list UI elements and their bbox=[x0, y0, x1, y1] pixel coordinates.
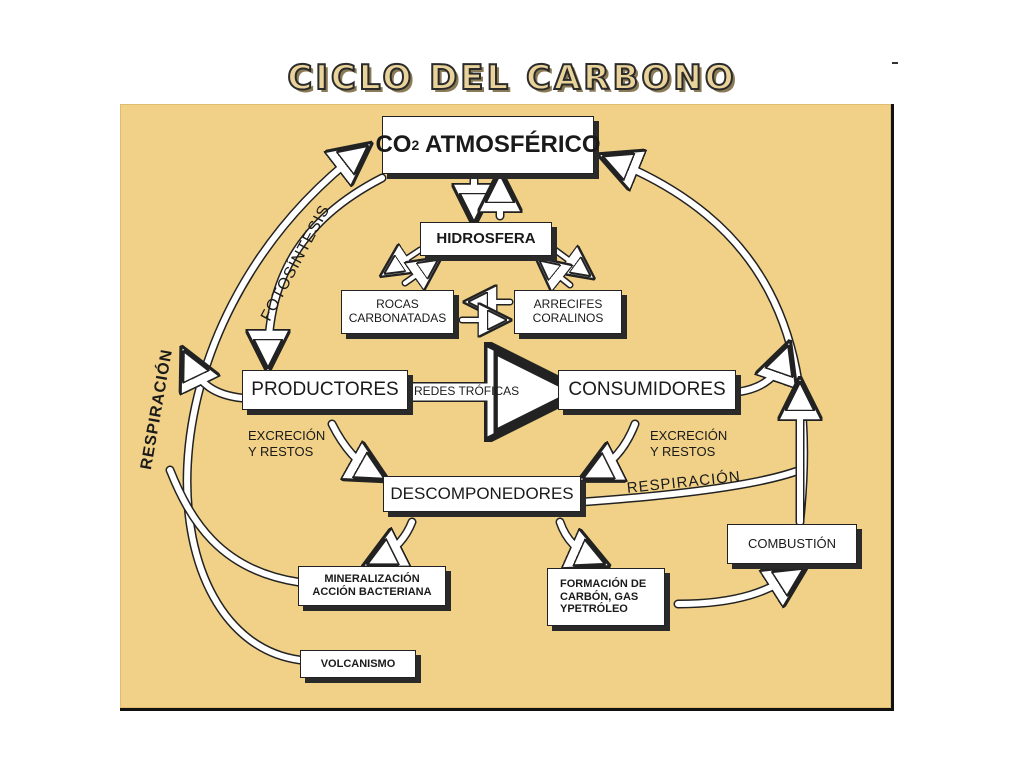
volcanismo-box: VOLCANISMO bbox=[300, 650, 416, 678]
descomponedores-label: DESCOMPONEDORES bbox=[390, 484, 574, 504]
corner-mark bbox=[892, 62, 898, 64]
mineralizacion-box: MINERALIZACIÓN ACCIÓN BACTERIANA bbox=[298, 566, 446, 606]
consumidores-label: CONSUMIDORES bbox=[568, 379, 726, 401]
combustion-label: COMBUSTIÓN bbox=[747, 535, 837, 551]
consumidores-box: CONSUMIDORES bbox=[558, 370, 736, 410]
formacion-label: FORMACIÓN DE CARBÓN, GAS YPETRÓLEO bbox=[560, 578, 647, 616]
descomponedores-box: DESCOMPONEDORES bbox=[383, 476, 581, 512]
rocas-label: ROCAS CARBONATADAS bbox=[348, 297, 447, 325]
formacion-box: FORMACIÓN DE CARBÓN, GAS YPETRÓLEO bbox=[547, 568, 665, 626]
atmosferico-label: ATMOSFÉRICO bbox=[419, 131, 601, 159]
arrecifes-label: ARRECIFES CORALINOS bbox=[532, 297, 604, 325]
excrecion-left-label: EXCRECIÓN Y RESTOS bbox=[248, 428, 326, 460]
productores-box: PRODUCTORES bbox=[242, 370, 408, 410]
combustion-box: COMBUSTIÓN bbox=[727, 524, 857, 564]
excrecion-right-label: EXCRECIÓN Y RESTOS bbox=[650, 428, 728, 460]
arrecifes-box: ARRECIFES CORALINOS bbox=[514, 290, 622, 334]
redes-troficas-label: REDES TRÓFICAS bbox=[414, 384, 520, 398]
diagram-title: CICLO DEL CARBONO bbox=[286, 57, 737, 99]
rocas-box: ROCAS CARBONATADAS bbox=[341, 290, 454, 334]
volcanismo-label: VOLCANISMO bbox=[320, 657, 396, 670]
co2-subscript: 2 bbox=[411, 136, 420, 153]
co2-label: CO bbox=[375, 131, 412, 159]
hidrosfera-label: HIDROSFERA bbox=[436, 230, 536, 248]
hidrosfera-box: HIDROSFERA bbox=[420, 222, 552, 256]
mineralizacion-label: MINERALIZACIÓN ACCIÓN BACTERIANA bbox=[312, 573, 432, 598]
productores-label: PRODUCTORES bbox=[251, 379, 399, 401]
